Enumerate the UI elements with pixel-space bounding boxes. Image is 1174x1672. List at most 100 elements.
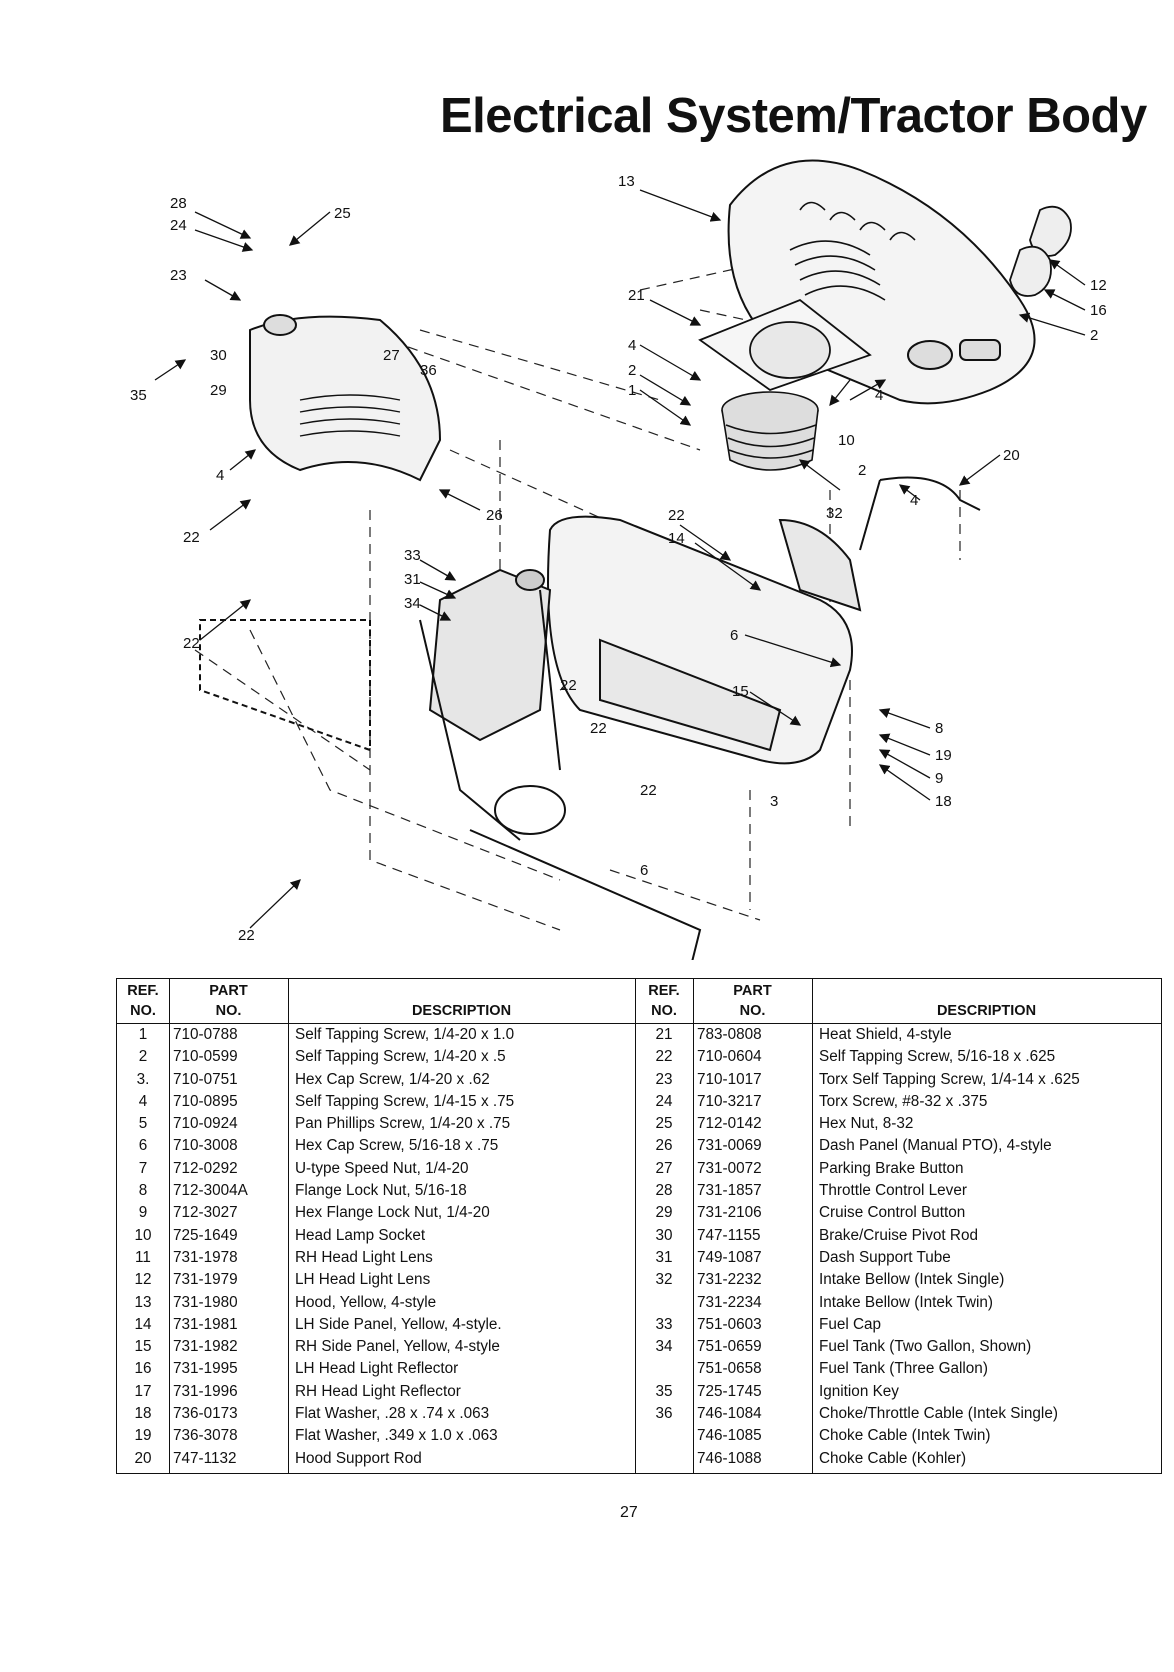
part-no-cell: 710-0751 bbox=[173, 1070, 238, 1088]
table-row: 32 731-2232 Intake Bellow (Intek Single) bbox=[117, 1269, 1161, 1291]
callout-label: 6 bbox=[640, 862, 648, 879]
description-cell: Hood Support Rod bbox=[295, 1449, 422, 1467]
ref-no-cell: 34 bbox=[655, 1338, 673, 1356]
callout-label: 14 bbox=[668, 530, 685, 547]
exploded-parts-diagram: 28 24 25 23 30 35 29 27 36 4 22 26 22 33… bbox=[130, 159, 1107, 960]
column-divider bbox=[693, 979, 694, 1473]
callouts bbox=[154, 189, 1086, 929]
part-no-cell: 747-1155 bbox=[697, 1226, 761, 1244]
ref-no-header: REF.NO. bbox=[648, 983, 680, 1019]
head-light-parts bbox=[1009, 205, 1072, 297]
ref-no-cell: 30 bbox=[655, 1226, 673, 1244]
part-no-cell: 751-0659 bbox=[697, 1338, 762, 1356]
description-cell: Fuel Tank (Two Gallon, Shown) bbox=[819, 1338, 1032, 1356]
callout-label: 15 bbox=[732, 683, 749, 700]
ref-no-cell: 4 bbox=[138, 1092, 148, 1110]
description-cell: Self Tapping Screw, 1/4-20 x .5 bbox=[295, 1048, 506, 1066]
part-no-cell: 736-3078 bbox=[173, 1427, 238, 1445]
callout-label: 1 bbox=[628, 382, 636, 399]
part-no-cell: 731-1981 bbox=[173, 1315, 238, 1333]
hood-support-rod-part bbox=[859, 476, 981, 551]
part-no-cell: 712-3004A bbox=[173, 1182, 248, 1200]
ref-no-header: REF.NO. bbox=[127, 983, 159, 1019]
callout-label: 24 bbox=[170, 217, 187, 234]
column-divider bbox=[812, 979, 813, 1473]
ref-no-cell: 26 bbox=[655, 1137, 673, 1155]
description-cell: Intake Bellow (Intek Single) bbox=[819, 1271, 1005, 1289]
description-cell: Flange Lock Nut, 5/16-18 bbox=[295, 1182, 467, 1200]
part-no-cell: 710-0788 bbox=[173, 1026, 238, 1043]
ref-no-cell: 10 bbox=[134, 1226, 152, 1244]
table-row: 18 736-0173 Flat Washer, .28 x .74 x .063 bbox=[117, 1403, 1161, 1425]
part-no-cell: 731-1979 bbox=[173, 1271, 238, 1289]
callout-label: 22 bbox=[590, 720, 607, 737]
ref-no-cell: 36 bbox=[655, 1405, 673, 1423]
ref-no-cell: 33 bbox=[655, 1315, 673, 1333]
description-cell: U-type Speed Nut, 1/4-20 bbox=[295, 1159, 469, 1177]
ref-no-cell: 28 bbox=[655, 1182, 673, 1200]
callout-label: 20 bbox=[1003, 447, 1020, 464]
part-no-cell: 731-1996 bbox=[173, 1382, 238, 1400]
part-no-cell: 751-0603 bbox=[697, 1315, 762, 1333]
callout-label: 28 bbox=[170, 195, 187, 212]
description-cell: RH Head Light Reflector bbox=[295, 1382, 461, 1400]
callout-label: 8 bbox=[935, 720, 943, 737]
part-no-cell: 725-1745 bbox=[697, 1382, 762, 1400]
column-divider bbox=[635, 979, 636, 1473]
part-no-cell: 731-1857 bbox=[697, 1182, 762, 1200]
ref-no-cell: 32 bbox=[655, 1271, 673, 1289]
callout-label: 27 bbox=[383, 347, 400, 364]
part-no-cell: 731-2232 bbox=[697, 1271, 762, 1289]
callout-label: 2 bbox=[858, 462, 866, 479]
callout-label: 9 bbox=[935, 770, 943, 787]
callout-label: 12 bbox=[1090, 277, 1107, 294]
ref-no-cell: 20 bbox=[134, 1449, 152, 1467]
ref-no-cell: 5 bbox=[138, 1115, 148, 1133]
description-cell: Dash Support Tube bbox=[819, 1248, 951, 1266]
part-no-cell: 710-1017 bbox=[697, 1070, 762, 1088]
callout-label: 26 bbox=[486, 507, 503, 524]
ref-no-cell: 17 bbox=[134, 1382, 152, 1400]
part-no-cell: 783-0808 bbox=[697, 1026, 762, 1043]
callout-label: 31 bbox=[404, 571, 421, 588]
header-divider bbox=[117, 1023, 1161, 1024]
description-cell: Cruise Control Button bbox=[819, 1204, 966, 1222]
part-no-cell: 747-1132 bbox=[173, 1449, 237, 1467]
table-row: 34 751-0659 Fuel Tank (Two Gallon, Shown) bbox=[117, 1336, 1161, 1358]
callout-label: 18 bbox=[935, 793, 952, 810]
ref-no-cell: 25 bbox=[655, 1115, 673, 1133]
callout-labels: 28 24 25 23 30 35 29 27 36 4 22 26 22 33… bbox=[130, 173, 1107, 944]
ref-no-cell: 12 bbox=[134, 1271, 152, 1289]
part-no-cell: 712-3027 bbox=[173, 1204, 238, 1222]
part-no-cell: 736-0173 bbox=[173, 1405, 238, 1423]
description-cell: Flat Washer, .28 x .74 x .063 bbox=[295, 1405, 490, 1423]
ref-no-cell: 24 bbox=[655, 1092, 673, 1110]
callout-label: 10 bbox=[838, 432, 855, 449]
ref-no-cell: 27 bbox=[655, 1159, 673, 1177]
part-no-cell: 746-1084 bbox=[697, 1405, 762, 1423]
ref-no-cell: 18 bbox=[134, 1405, 152, 1423]
callout-label: 3 bbox=[770, 793, 778, 810]
part-no-cell: 731-1995 bbox=[173, 1360, 238, 1378]
description-cell: Hex Flange Lock Nut, 1/4-20 bbox=[295, 1204, 490, 1222]
description-cell: Pan Phillips Screw, 1/4-20 x .75 bbox=[295, 1115, 511, 1133]
description-cell: Self Tapping Screw, 5/16-18 x .625 bbox=[819, 1048, 1056, 1066]
ref-no-cell: 14 bbox=[134, 1315, 152, 1333]
description-cell: LH Side Panel, Yellow, 4-style. bbox=[295, 1315, 502, 1333]
